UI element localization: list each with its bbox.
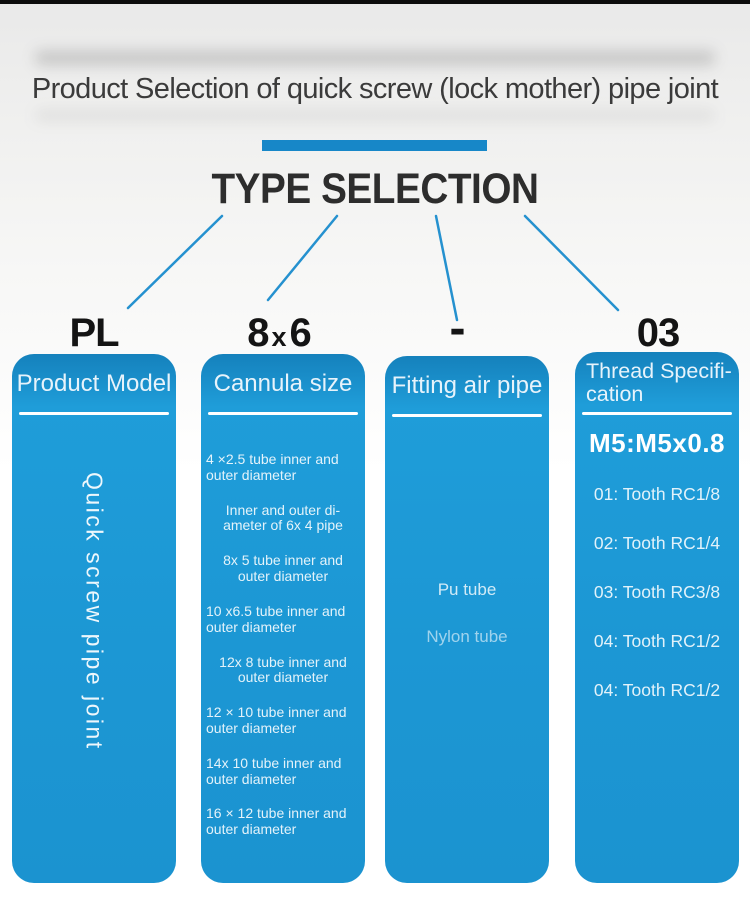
thread-spec-m5: M5:M5x0.8 <box>589 428 725 458</box>
thread-spec-item: 01: Tooth RC1/8 <box>593 484 721 504</box>
column-cannula-size: Cannula size 4 ×2.5 tube inner and outer… <box>201 354 365 883</box>
vertical-label-quick-screw: Quick screw pipe joint <box>81 472 108 751</box>
title-divider-bar <box>262 140 487 151</box>
column-fitting-air-pipe: Fitting air pipe Pu tube Nylon tube <box>385 356 549 883</box>
title-ghost-top <box>35 51 715 65</box>
air-pipe-item: Nylon tube <box>426 627 508 646</box>
cannula-size-item: 4 ×2.5 tube inner and outer diameter <box>206 451 339 483</box>
thread-spec-item: 02: Tooth RC1/4 <box>593 533 721 553</box>
thread-spec-item: 04: Tooth RC1/2 <box>593 680 721 700</box>
connector-line-product-model <box>126 214 224 310</box>
code-size-first: 8 <box>247 311 269 355</box>
cannula-size-item: 12 × 10 tube inner and outer diameter <box>206 704 347 736</box>
type-selection-heading: TYPE SELECTION <box>211 165 539 213</box>
connector-line-thread-spec <box>523 214 620 312</box>
header-underline <box>392 414 542 417</box>
column-thread-spec: Thread Specifi-cation M5:M5x0.8 01: Toot… <box>575 352 739 883</box>
header-underline <box>19 412 169 415</box>
title-ghost-bottom <box>35 110 715 121</box>
column-product-model: Product Model Quick screw pipe joint <box>12 354 176 883</box>
cannula-size-item: 16 × 12 tube inner and outer diameter <box>206 805 347 838</box>
connector-line-cannula-size <box>266 214 339 302</box>
code-size-x: x <box>271 322 287 352</box>
page-title: Product Selection of quick screw (lock m… <box>31 73 719 105</box>
column-header-cannula-size: Cannula size <box>213 370 353 397</box>
air-pipe-item: Pu tube <box>437 580 497 599</box>
code-product-model: PL <box>69 311 119 355</box>
cannula-size-item: 14x 10 tube inner and outer diameter <box>206 754 342 787</box>
header-underline <box>582 412 732 415</box>
code-thread-spec: 03 <box>636 311 680 355</box>
header-underline <box>208 412 358 415</box>
cannula-size-item: 12x 8 tube inner and outer diameter <box>219 653 347 686</box>
column-header-fitting-air-pipe: Fitting air pipe <box>391 372 543 399</box>
cannula-size-item: Inner and outer di-ameter of 6x 4 pipe <box>223 501 343 534</box>
thread-spec-item: 04: Tooth RC1/2 <box>593 631 721 651</box>
thread-spec-item: 03: Tooth RC3/8 <box>593 582 721 602</box>
top-border-bar <box>0 0 750 4</box>
column-header-thread-spec-line2: cation <box>586 382 644 406</box>
column-header-thread-spec-line1: Thread Specifi- <box>586 359 732 383</box>
cannula-size-item: 8x 5 tube inner and outer diameter <box>223 552 343 585</box>
column-header-product-model: Product Model <box>16 370 172 397</box>
code-size-second: 6 <box>289 311 312 355</box>
code-dash: - <box>449 302 466 355</box>
cannula-size-item: 10 x6.5 tube inner and outer diameter <box>206 602 346 635</box>
